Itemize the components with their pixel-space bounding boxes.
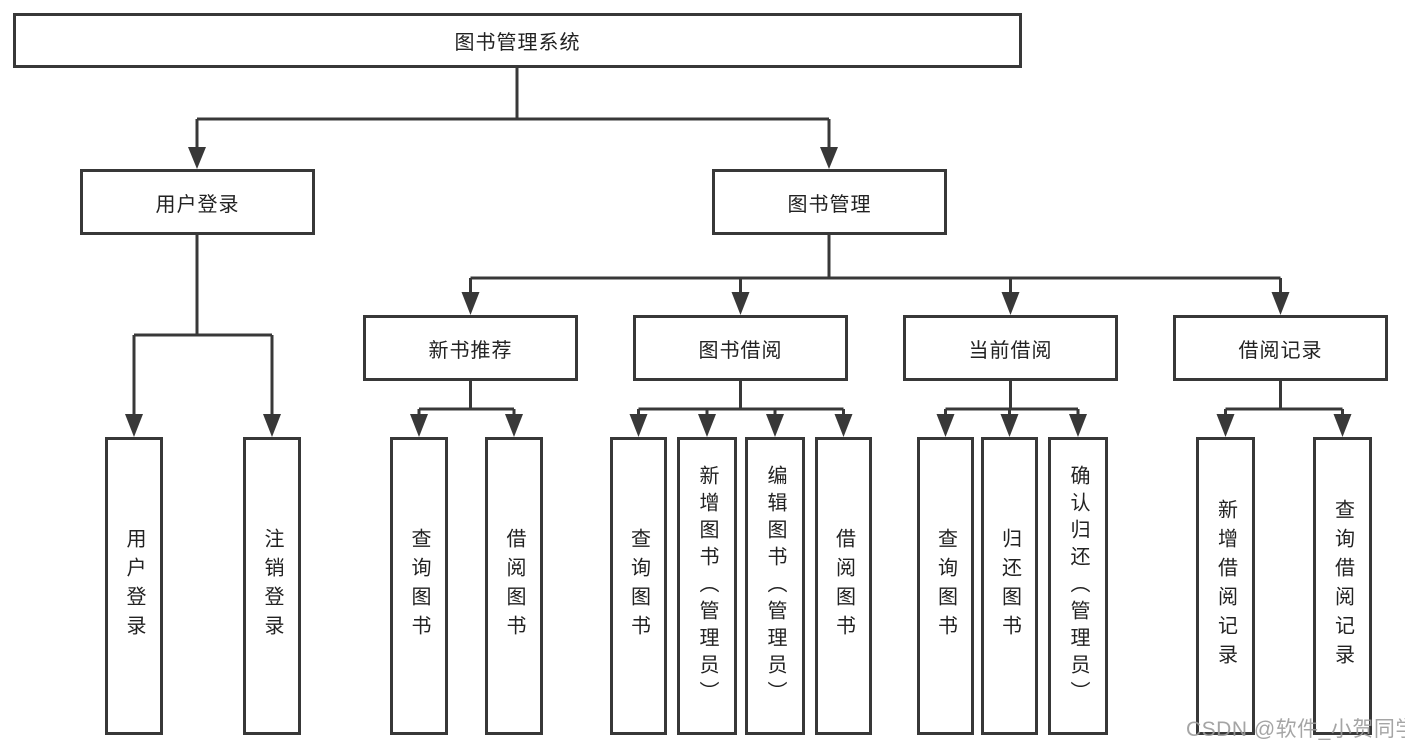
arrowhead-down-icon: [1001, 292, 1020, 315]
arrowhead-down-icon: [125, 414, 143, 437]
leaf-label: 查询借阅记录: [1331, 499, 1354, 673]
leaf-label: 确认归还（管理员）: [1067, 464, 1089, 708]
leaf-confirm-return-admin: 确认归还（管理员）: [1048, 437, 1108, 735]
leaf-add-borrow-record: 新增借阅记录: [1196, 437, 1255, 735]
leaf-query-books-current: 查询图书: [917, 437, 974, 735]
node-book-borrow: 图书借阅: [633, 315, 848, 381]
arrowhead-down-icon: [936, 414, 955, 437]
node-user-login: 用户登录: [80, 169, 315, 235]
node-book-management: 图书管理: [712, 169, 947, 235]
leaf-label: 编辑图书（管理员）: [764, 464, 786, 708]
node-label: 新书推荐: [428, 339, 513, 362]
arrowhead-down-icon: [263, 414, 281, 437]
node-label: 借阅记录: [1238, 339, 1323, 362]
leaf-label: 注销登录: [261, 528, 283, 644]
leaf-add-books-admin: 新增图书（管理员）: [677, 437, 737, 735]
arrowhead-down-icon: [461, 292, 480, 315]
leaf-label: 新增借阅记录: [1214, 499, 1237, 673]
arrowhead-down-icon: [629, 414, 648, 437]
arrowhead-down-icon: [1271, 292, 1290, 315]
arrowhead-down-icon: [505, 414, 523, 437]
leaf-borrow-books: 借阅图书: [815, 437, 872, 735]
leaf-label: 查询图书: [408, 528, 430, 644]
leaf-label: 归还图书: [998, 528, 1021, 644]
arrowhead-down-icon: [834, 414, 853, 437]
node-borrow-records: 借阅记录: [1173, 315, 1388, 381]
node-root-library-system: 图书管理系统: [13, 13, 1022, 68]
leaf-label: 新增图书（管理员）: [696, 464, 718, 708]
node-current-borrow: 当前借阅: [903, 315, 1118, 381]
node-label: 当前借阅: [968, 339, 1053, 362]
connector-recommend-to-leaves: [417, 379, 516, 417]
leaf-edit-books-admin: 编辑图书（管理员）: [745, 437, 805, 735]
node-label: 用户登录: [155, 193, 240, 216]
connector-records-to-leaves: [1224, 379, 1344, 417]
arrowhead-down-icon: [1000, 414, 1019, 437]
leaf-borrow-books-recommend: 借阅图书: [485, 437, 543, 735]
leaf-label: 查询图书: [627, 528, 650, 644]
arrowhead-down-icon: [1333, 414, 1352, 437]
arrowhead-down-icon: [820, 147, 838, 169]
connector-root-to-level2: [195, 66, 831, 150]
arrowhead-down-icon: [698, 414, 716, 437]
csdn-watermark: CSDN @软件_小贺同学: [1186, 718, 1405, 741]
leaf-label: 查询图书: [934, 528, 957, 644]
leaf-label: 用户登录: [123, 528, 145, 644]
arrowhead-down-icon: [410, 414, 428, 437]
leaf-user-login: 用户登录: [105, 437, 163, 735]
node-label: 图书管理: [787, 193, 872, 216]
leaf-query-books-recommend: 查询图书: [390, 437, 448, 735]
arrowhead-down-icon: [766, 414, 784, 437]
node-new-book-recommend: 新书推荐: [363, 315, 578, 381]
leaf-label: 借阅图书: [832, 528, 855, 644]
connector-userlogin-to-leaves: [132, 233, 274, 416]
node-label: 图书管理系统: [454, 32, 581, 54]
connector-borrow-to-leaves: [637, 379, 845, 417]
leaf-query-borrow-record: 查询借阅记录: [1313, 437, 1372, 735]
arrowhead-down-icon: [1069, 414, 1087, 437]
connector-current-to-leaves: [944, 379, 1080, 417]
arrowhead-down-icon: [188, 147, 206, 169]
leaf-label: 借阅图书: [503, 528, 525, 644]
node-label: 图书借阅: [698, 339, 783, 362]
leaf-return-books: 归还图书: [981, 437, 1038, 735]
arrowhead-down-icon: [731, 292, 750, 315]
leaf-logout-login: 注销登录: [243, 437, 301, 735]
leaf-query-books-borrow: 查询图书: [610, 437, 667, 735]
connector-bookmgmt-to-level3: [469, 233, 1282, 295]
arrowhead-down-icon: [1216, 414, 1235, 437]
